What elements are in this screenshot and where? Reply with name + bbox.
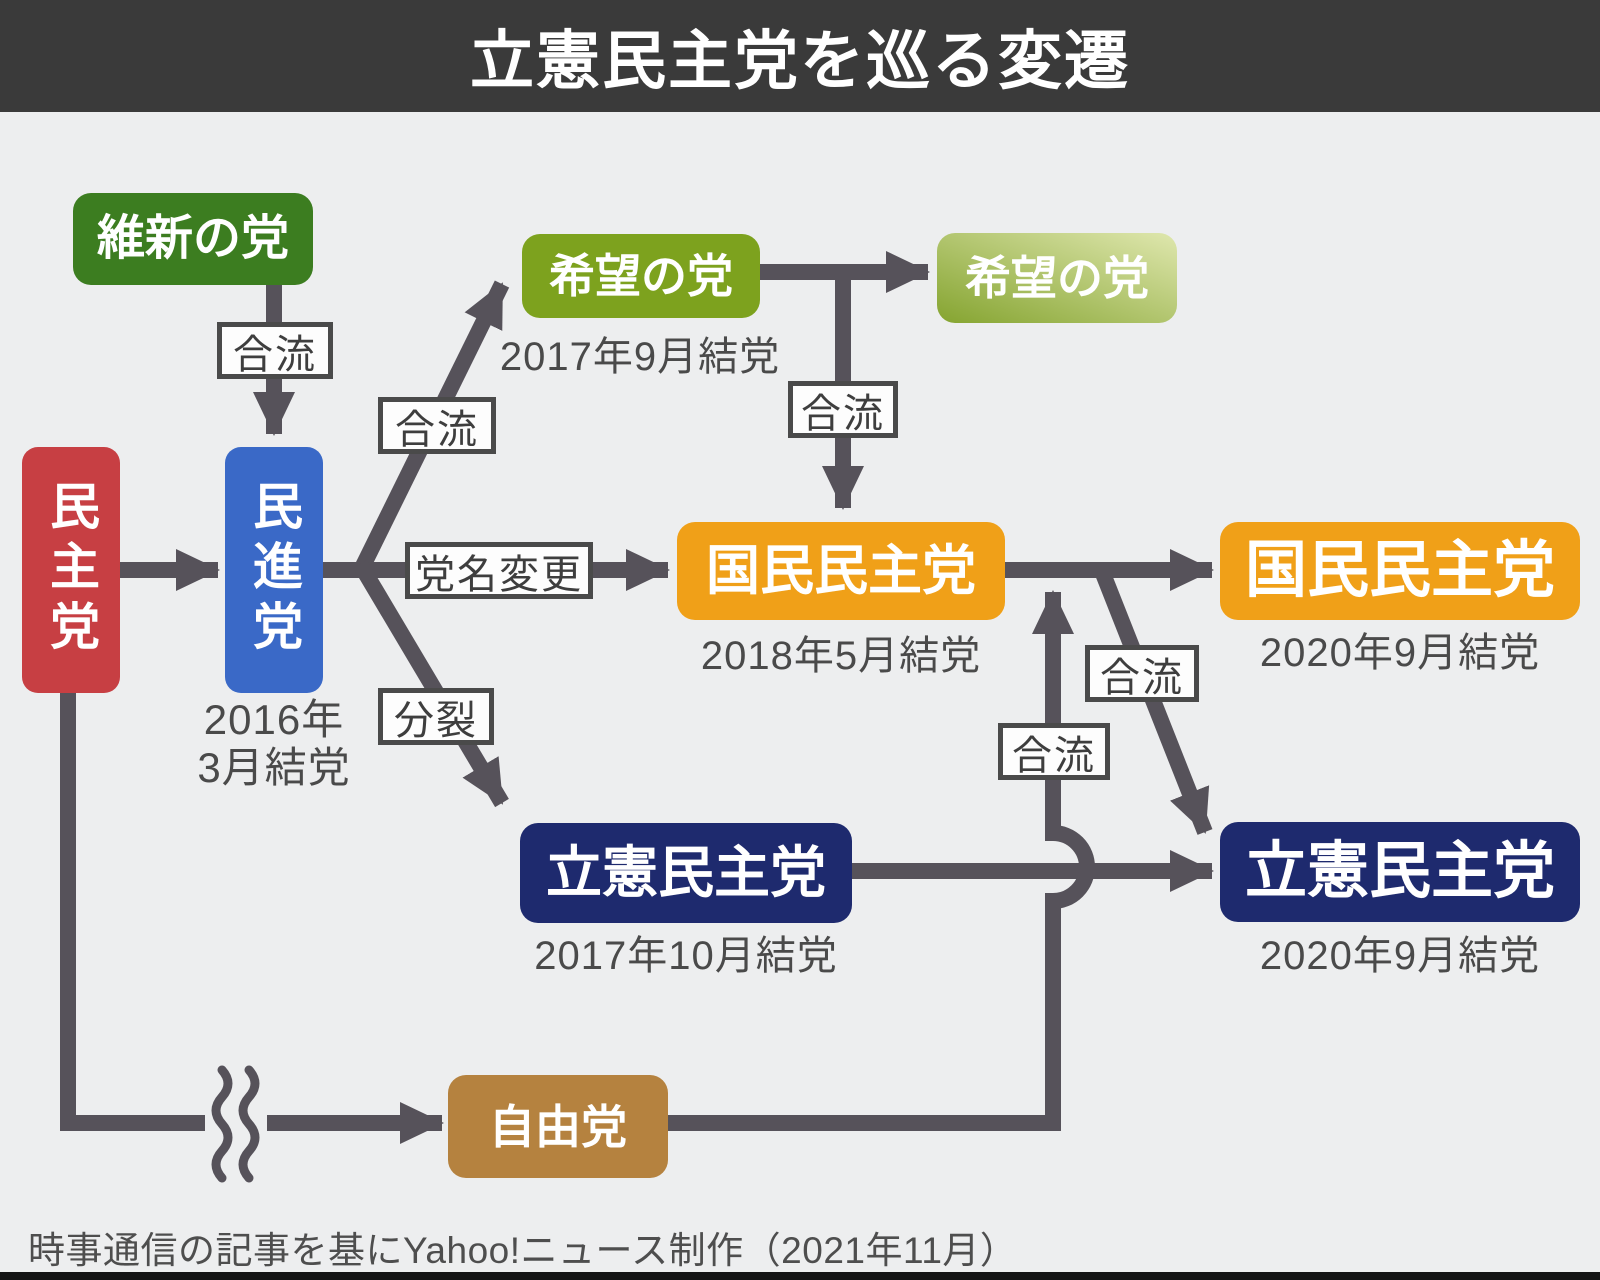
party-box-kokumin-2020: 国民民主党 [1220, 522, 1580, 620]
party-label-kokumin-2018: 国民民主党 [706, 541, 976, 601]
break-squiggle-right [238, 1065, 260, 1183]
break-squiggle-left [211, 1065, 233, 1183]
party-label-kibou-2017: 希望の党 [549, 250, 733, 302]
party-box-kibou-2017: 希望の党 [522, 234, 760, 318]
party-label-minshu: 民主党 [43, 480, 99, 660]
arrow-minshin-to-rikken [353, 559, 509, 808]
edge-label-split: 分裂 [378, 688, 494, 745]
party-box-rikken-2017: 立憲民主党 [520, 823, 852, 923]
bottom-bar [0, 1272, 1600, 1280]
edge-label-kibou-merge: 合流 [378, 397, 496, 454]
founded-date-minshin: 2016年 3月結党 [197, 696, 351, 792]
edge-label-ishin-merge: 合流 [217, 322, 333, 379]
founded-date-rikken-2020: 2020年9月結党 [1259, 934, 1541, 978]
party-box-kibou-later: 希望の党 [937, 233, 1177, 323]
edge-label-rename: 党名変更 [405, 542, 593, 599]
party-box-minshu: 民主党 [22, 447, 120, 693]
party-box-rikken-2020: 立憲民主党 [1220, 822, 1580, 922]
party-box-jiyu: 自由党 [448, 1075, 668, 1178]
founded-date-kokumin-2020: 2020年9月結党 [1259, 631, 1541, 675]
line-minshu-down-to-jiyu [60, 693, 205, 1131]
founded-date-kibou-2017: 2017年9月結党 [499, 335, 781, 379]
party-label-jiyu: 自由党 [489, 1100, 627, 1153]
party-box-minshin: 民進党 [225, 447, 323, 693]
party-label-kokumin-2020: 国民民主党 [1244, 536, 1555, 605]
founded-date-rikken-2017: 2017年10月結党 [534, 934, 838, 978]
party-label-rikken-2020: 立憲民主党 [1244, 837, 1555, 906]
page-title: 立憲民主党を巡る変遷 [470, 25, 1130, 97]
edge-label-kokumin-into-rikken: 合流 [1085, 645, 1199, 702]
party-box-kokumin-2018: 国民民主党 [677, 522, 1005, 620]
party-label-ishin: 維新の党 [96, 212, 289, 265]
party-box-ishin: 維新の党 [73, 193, 313, 285]
party-label-minshin: 民進党 [246, 480, 302, 660]
party-label-kibou-later: 希望の党 [965, 252, 1149, 304]
title-bar: 立憲民主党を巡る変遷 [0, 0, 1600, 112]
edge-label-jiyu-into-kokumin: 合流 [998, 723, 1110, 780]
source-credit: 時事通信の記事を基にYahoo!ニュース制作（2021年11月） [28, 1230, 1018, 1271]
edge-label-kibou-into-kokumin: 合流 [788, 381, 898, 438]
arrow-jiyu-to-kokumin [668, 590, 1095, 1131]
founded-date-kokumin-2018: 2018年5月結党 [700, 634, 982, 678]
party-label-rikken-2017: 立憲民主党 [546, 841, 826, 904]
